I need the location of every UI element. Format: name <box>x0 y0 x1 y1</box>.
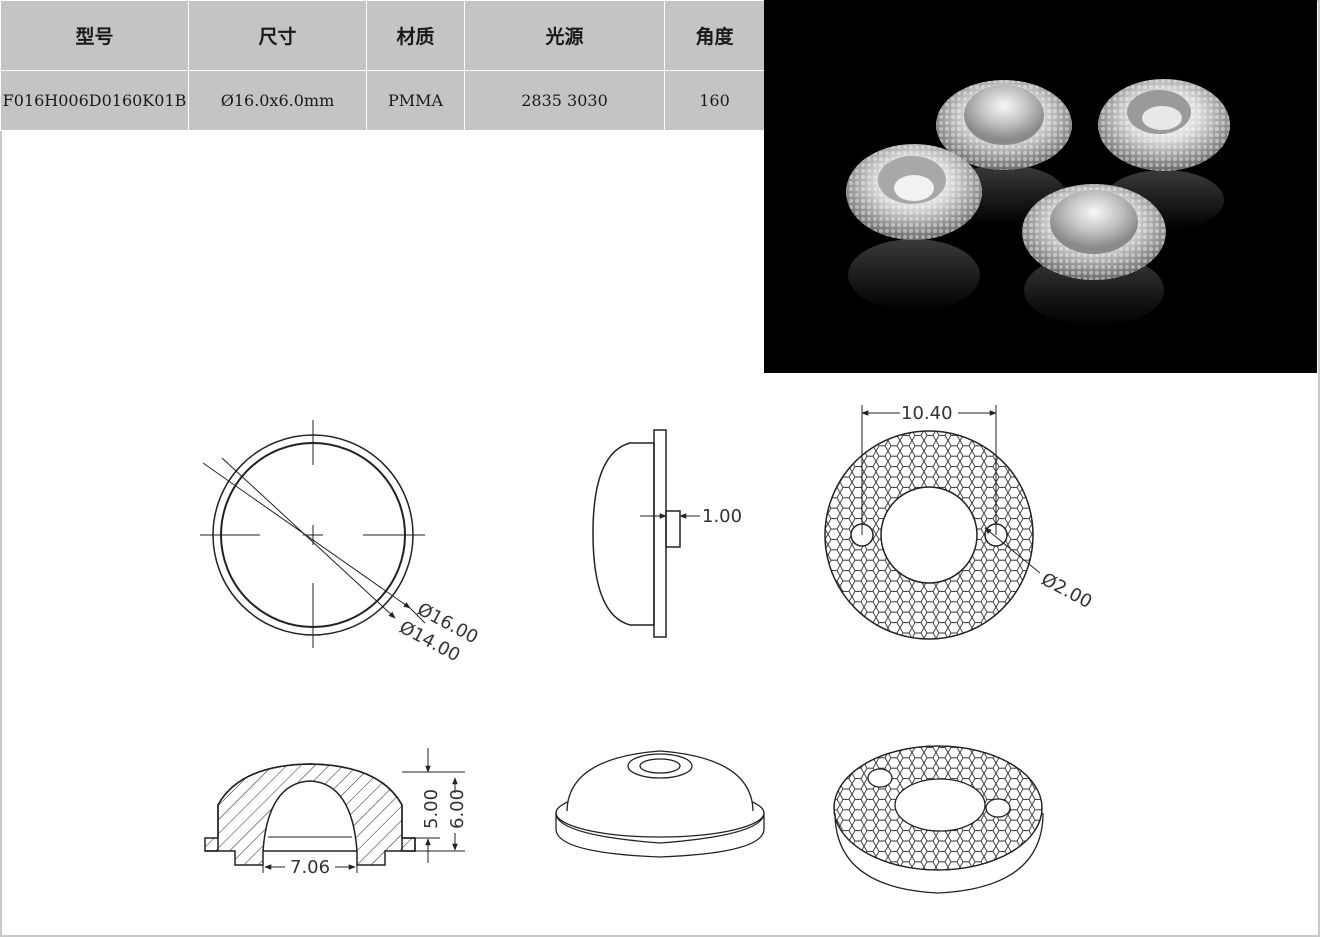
header-material: 材质 <box>366 0 465 71</box>
dim-flange-thickness: 1.00 <box>702 506 742 527</box>
dim-cavity-width: 7.06 <box>290 857 330 878</box>
product-photo <box>764 0 1317 373</box>
lens-photo-3 <box>846 144 982 311</box>
isometric-top-view <box>555 750 765 858</box>
header-size: 尺寸 <box>188 0 367 71</box>
header-angle: 角度 <box>664 0 765 71</box>
dim-dome-height: 5.00 <box>421 789 442 829</box>
dim-total-height: 6.00 <box>447 789 468 829</box>
cell-size: Ø16.0x6.0mm <box>188 70 367 131</box>
dim-hole-spacing: 10.40 <box>901 403 953 424</box>
isometric-bottom-view <box>833 745 1044 894</box>
side-view <box>592 429 700 638</box>
spec-data-row: F016H006D0160K01B Ø16.0x6.0mm PMMA 2835 … <box>0 70 765 131</box>
section-view <box>204 748 465 873</box>
spec-header-row: 型号 尺寸 材质 光源 角度 <box>0 0 765 71</box>
technical-drawing: Ø16.00 Ø14.00 1.00 10.40 Ø2.00 <box>200 403 1096 894</box>
header-model: 型号 <box>0 0 189 71</box>
top-view <box>200 420 426 648</box>
dim-hole-diameter: Ø2.00 <box>1038 569 1096 613</box>
lens-photo-2 <box>1098 79 1230 230</box>
bottom-view <box>824 405 1041 640</box>
cell-material: PMMA <box>366 70 465 131</box>
header-light-source: 光源 <box>464 0 665 71</box>
cell-angle: 160 <box>664 70 765 131</box>
cell-model: F016H006D0160K01B <box>0 70 189 131</box>
cell-light-source: 2835 3030 <box>464 70 665 131</box>
spec-table: 型号 尺寸 材质 光源 角度 F016H006D0160K01B Ø16.0x6… <box>0 0 765 131</box>
lens-photo-4 <box>1022 184 1166 326</box>
